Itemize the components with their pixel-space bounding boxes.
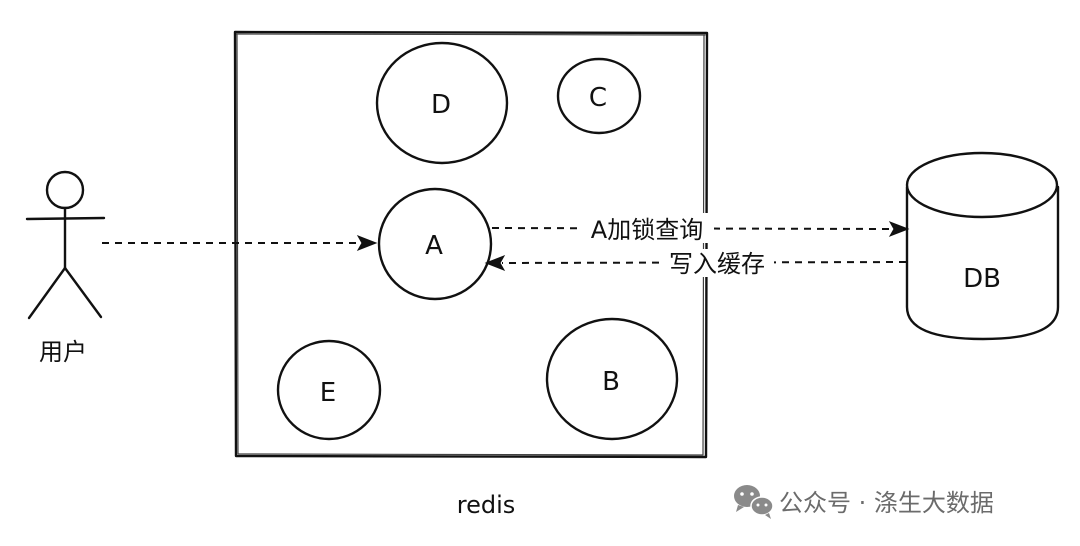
edge-db-to-a: 写入缓存: [484, 249, 907, 278]
watermark-text: 公众号 · 涤生大数据: [779, 489, 994, 517]
database-label: DB: [963, 264, 1001, 294]
edge-lock-query-label: A加锁查询: [591, 216, 703, 244]
user-label: 用户: [39, 338, 87, 366]
wechat-icon: [734, 485, 774, 519]
redis-label: redis: [457, 491, 516, 519]
database-cylinder: DB: [905, 151, 1060, 341]
node-a-label: A: [425, 231, 443, 261]
node-e-label: E: [320, 378, 336, 408]
node-c-label: C: [589, 83, 607, 113]
user-actor: 用户: [25, 170, 106, 366]
stick-figure-icon: [25, 170, 106, 320]
watermark: 公众号 · 涤生大数据: [734, 485, 994, 519]
edge-user-to-a: [102, 235, 378, 251]
node-e: E: [276, 339, 382, 441]
edge-write-cache-label: 写入缓存: [669, 250, 765, 278]
node-c: C: [556, 57, 642, 135]
node-a: A: [377, 187, 493, 301]
node-b: B: [545, 317, 679, 441]
node-d-label: D: [431, 90, 451, 120]
node-d: D: [375, 41, 509, 165]
node-b-label: B: [602, 367, 620, 397]
redis-box: [233, 30, 709, 459]
redis-container: redis: [233, 30, 709, 519]
edge-a-to-db: A加锁查询: [491, 213, 910, 244]
